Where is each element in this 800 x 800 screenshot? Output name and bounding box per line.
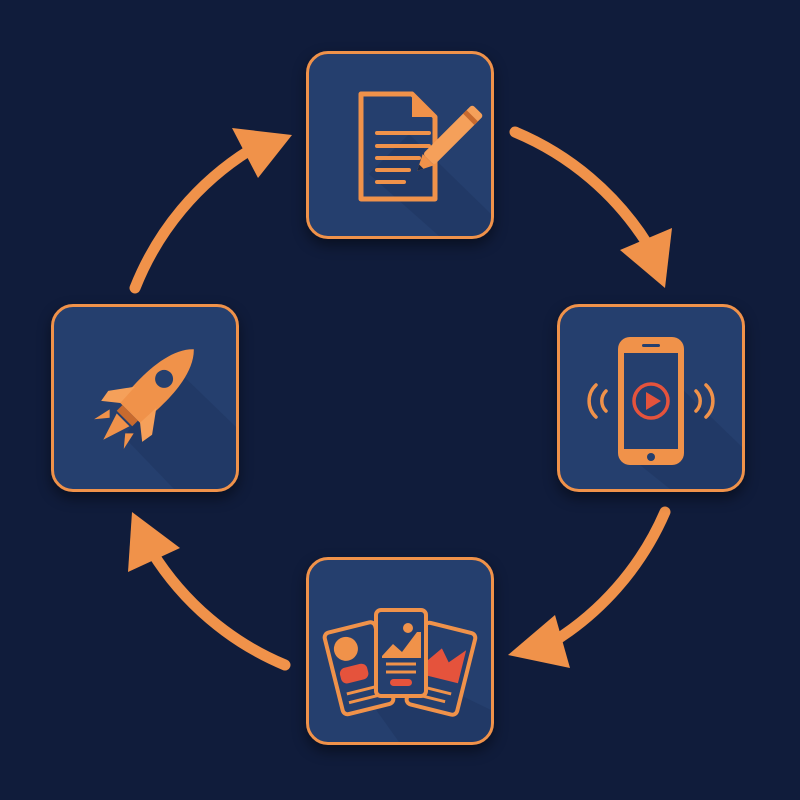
- arrow-top-left: [129, 144, 256, 294]
- arrow-top-right: [509, 126, 654, 251]
- tile-launch[interactable]: [51, 304, 239, 492]
- tile-write[interactable]: [306, 51, 494, 239]
- image-cards-icon: [322, 608, 491, 742]
- document-pencil-icon: [358, 91, 491, 236]
- arrowhead-bottom-left: [128, 512, 180, 572]
- arrowhead-bottom-right: [508, 615, 570, 668]
- tile-mobile[interactable]: [557, 304, 745, 492]
- rocket-icon: [94, 349, 236, 489]
- arrow-bottom-left: [146, 546, 291, 671]
- arrowhead-top-left: [232, 128, 292, 178]
- tile-cards[interactable]: [306, 557, 494, 745]
- arrow-bottom-right: [542, 506, 671, 651]
- arrowhead-top-right: [620, 228, 672, 288]
- smartphone-play-icon: [587, 337, 742, 489]
